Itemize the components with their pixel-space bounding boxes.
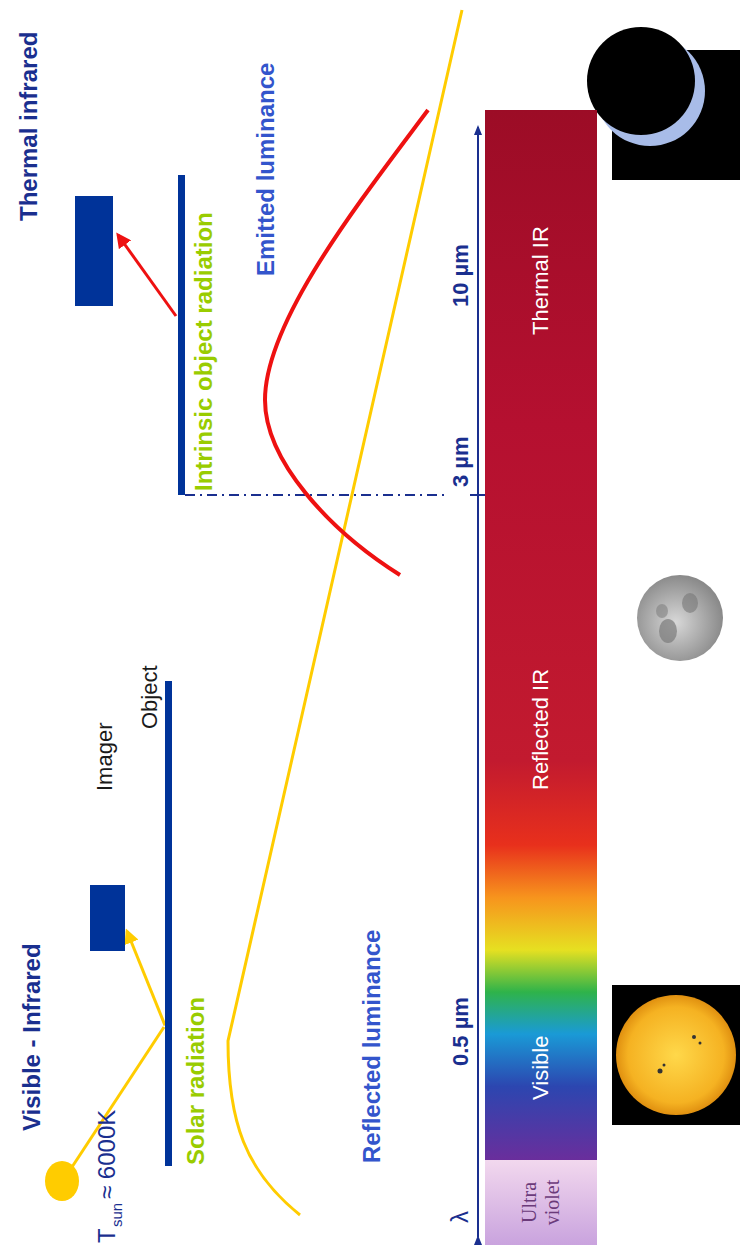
- reflected-ray: [127, 931, 165, 1025]
- sun-symbol: [45, 1161, 79, 1201]
- emission-ray: [118, 235, 176, 316]
- sun-disc: [616, 995, 736, 1115]
- radiation-label: Solar radiation: [182, 997, 210, 1165]
- node-label: Ultra violet: [518, 1164, 564, 1241]
- divider-line: [185, 494, 448, 496]
- wavelength-mark: 0.5 µm: [448, 997, 474, 1066]
- node-label: Imager: [92, 723, 118, 791]
- crescent-shadow: [587, 27, 695, 135]
- wavelength-axis: [477, 127, 479, 1237]
- sunspot: [692, 1035, 696, 1039]
- node-label: Object: [137, 665, 163, 729]
- spectrum-band: Visible Reflected IR Thermal IR: [485, 110, 597, 1160]
- wavelength-mark: 3 µm: [448, 436, 474, 487]
- luminance-label: Emitted luminance: [252, 63, 280, 276]
- temperature-symbol: T: [93, 1228, 121, 1243]
- section-title: Thermal infrared: [15, 32, 43, 221]
- object-bar: Object: [165, 681, 172, 1166]
- sunspot: [663, 1064, 666, 1067]
- moon-disc: [637, 575, 723, 661]
- thermal-object: [178, 175, 185, 495]
- section-title: Visible - Infrared: [18, 943, 46, 1131]
- solar-curve: [228, 10, 462, 1215]
- axis-symbol: λ: [446, 1211, 474, 1223]
- ultraviolet-band: Ultra violet: [485, 1160, 597, 1245]
- temperature-subscript: sun: [108, 1203, 125, 1227]
- moon-mare: [682, 593, 698, 613]
- temperature-value: ≈ 6000K: [93, 1110, 121, 1199]
- radiation-label: Intrinsic object radiation: [190, 212, 218, 491]
- thermal-curve: [265, 110, 428, 575]
- moon-mare: [656, 604, 668, 618]
- imager-box: Imager: [90, 885, 125, 951]
- wavelength-mark: 10 µm: [448, 244, 474, 307]
- thermal-imager: [75, 196, 113, 306]
- luminance-label: Reflected luminance: [358, 930, 386, 1163]
- node-label: Thermal IR: [528, 226, 554, 335]
- sunspot: [658, 1069, 663, 1074]
- sunspot: [699, 1042, 702, 1045]
- tick: [470, 494, 486, 496]
- node-label: Reflected IR: [528, 669, 554, 790]
- moon-mare: [659, 619, 677, 643]
- node-label: Visible: [528, 1036, 554, 1100]
- sun-photo: [612, 985, 740, 1125]
